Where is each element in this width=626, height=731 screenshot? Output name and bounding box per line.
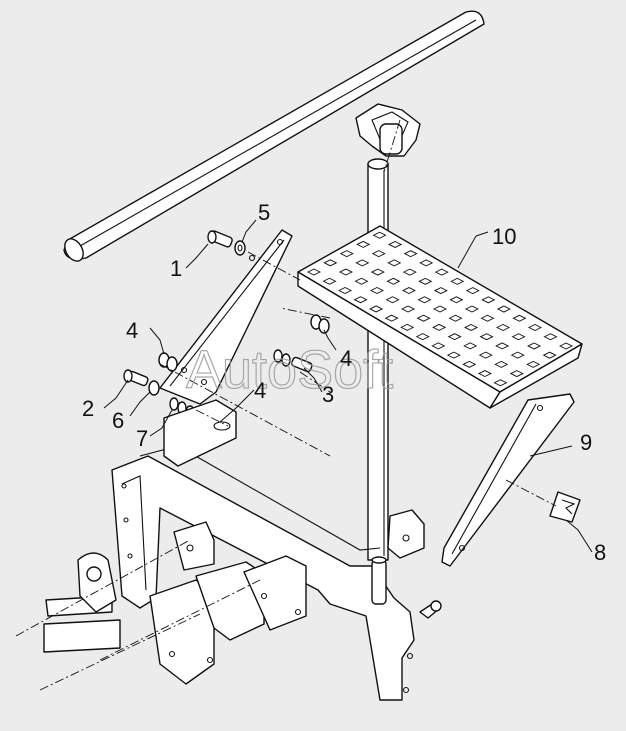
left-bracket-plate [159,229,293,405]
callout-8: 8 [594,540,606,565]
pattern-diamond [432,323,447,331]
callout-4-left: 4 [126,318,138,343]
pattern-diamond [356,240,371,248]
pattern-diamond [418,277,433,285]
callout-3: 3 [322,382,334,407]
bolt-1 [207,230,233,248]
callout-9: 9 [580,430,592,455]
pattern-diamond [355,259,370,267]
pattern-diamond [448,314,463,322]
pattern-diamond [369,287,384,295]
washer-6 [148,380,160,396]
upper-clamp [355,103,421,157]
anti-slip-pattern [306,231,574,387]
pattern-diamond [353,296,368,304]
callout-5: 5 [258,200,270,225]
pattern-diamond [526,360,541,368]
pattern-diamond [415,333,430,341]
pattern-diamond [527,342,542,350]
pattern-diamond [416,314,431,322]
pattern-diamond [388,240,403,248]
pattern-diamond [464,305,479,313]
pattern-diamond [339,250,354,258]
pattern-diamond [322,277,337,285]
leader-lines [103,219,593,553]
pattern-diamond [387,259,402,267]
callout-7: 7 [136,426,148,451]
pattern-diamond [401,287,416,295]
pattern-diamond [419,259,434,267]
watermark-text: AutoSoft [186,340,393,400]
pattern-diamond [446,351,461,359]
callout-4-right: 4 [340,346,352,371]
pattern-diamond [510,351,525,359]
pattern-diamond [450,277,465,285]
nut-4-left [158,352,178,372]
pattern-diamond [543,333,558,341]
pattern-diamond [447,333,462,341]
callout-6: 6 [112,408,124,433]
pattern-diamond [385,296,400,304]
pattern-diamond [338,286,353,294]
pattern-diamond [478,351,493,359]
nut-4-right [310,314,330,334]
pattern-diamond [431,342,446,350]
pattern-diamond [417,296,432,304]
bolt-3 [273,349,313,373]
pattern-diamond [479,333,494,341]
pattern-diamond [527,324,542,332]
main-frame [43,399,442,701]
pattern-diamond [384,314,399,322]
handrail-tube [63,10,485,262]
pattern-diamond [402,268,417,276]
callout-1: 1 [170,256,182,281]
bolt-2 [123,369,149,387]
assembly-axes [15,119,557,691]
callout-4-lower: 4 [254,378,266,403]
pattern-diamond [338,268,353,276]
pattern-diamond [371,250,386,258]
pattern-diamond [369,305,384,313]
callout-10: 10 [492,224,516,249]
step-plate [297,225,583,409]
pattern-diamond [401,305,416,313]
pattern-diamond [372,231,387,239]
pattern-diamond [463,342,478,350]
pattern-diamond [480,314,495,322]
pattern-diamond [400,323,415,331]
pattern-diamond [306,268,321,276]
pattern-diamond [496,305,511,313]
pattern-diamond [493,379,508,387]
pattern-diamond [511,333,526,341]
callout-2: 2 [82,396,94,421]
pattern-diamond [494,360,509,368]
pattern-diamond [462,360,477,368]
pattern-diamond [481,296,496,304]
pattern-diamond [559,342,574,350]
pattern-diamond [509,370,524,378]
pattern-diamond [464,323,479,331]
pattern-diamond [477,370,492,378]
support-strap [441,393,575,567]
pattern-diamond [354,277,369,285]
pattern-diamond [323,259,338,267]
washer-5 [234,240,246,256]
callout-numbers: 1 2 3 4 4 4 5 6 7 8 9 10 [82,200,606,565]
pattern-diamond [496,323,511,331]
pattern-diamond [433,287,448,295]
pattern-diamond [370,268,385,276]
pattern-diamond [495,342,510,350]
pattern-diamond [512,314,527,322]
pattern-diamond [432,305,448,313]
pattern-diamond [386,277,401,285]
pattern-diamond [403,250,418,258]
pattern-diamond [465,287,480,295]
clip-part [549,491,581,523]
pattern-diamond [434,268,449,276]
pattern-diamond [542,351,557,359]
pattern-diamond [449,296,464,304]
